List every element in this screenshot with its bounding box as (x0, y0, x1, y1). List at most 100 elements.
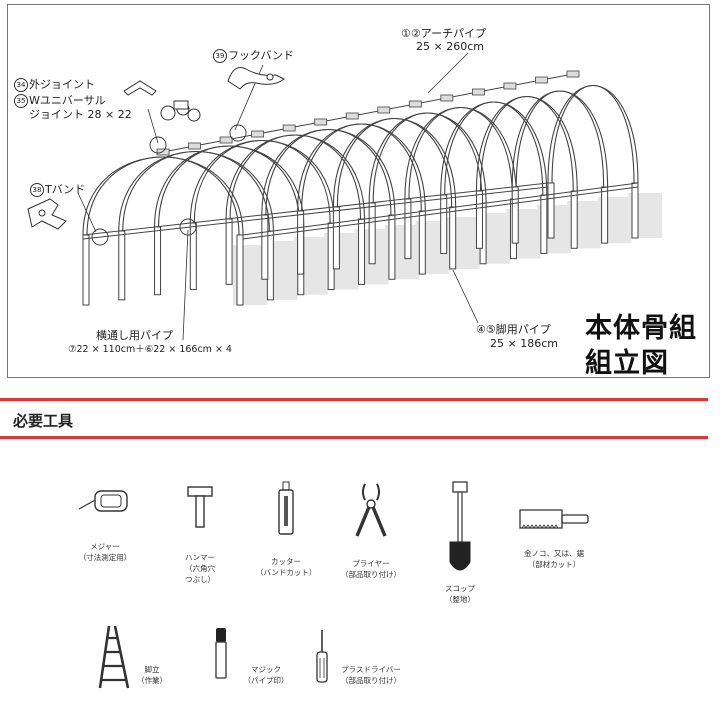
leg-pipe (236, 234, 244, 306)
leg-pipe (118, 230, 126, 301)
arch-pipe (372, 112, 483, 204)
hook-band-name: フックバンド (228, 49, 294, 62)
ridge-joint (188, 142, 201, 150)
screwdriver-icon (316, 630, 328, 683)
tool-pliers: プライヤー （部品取り付け） (336, 480, 406, 580)
tool-note: （部品取り付け） (341, 676, 401, 685)
leg-pipe (297, 210, 305, 275)
leg-pipe (540, 194, 548, 254)
arch-pipe (551, 85, 635, 184)
arch-pipe-number-1: ① (401, 27, 411, 40)
leg-pipe (418, 210, 426, 275)
t-band-name: Tバンド (45, 183, 86, 196)
tool-marker-caption: マジック （パイプ印） (236, 664, 296, 686)
tool-cutter: カッター （バンドカット） (256, 480, 316, 578)
ridge-joint (566, 70, 580, 78)
arch-pipe (122, 151, 270, 232)
right-rail-pipe (242, 186, 639, 240)
leg-pipe (547, 182, 555, 239)
ridge-joint (377, 106, 391, 114)
tool-screwdriver-caption: プラスドライバー （部品取り付け） (336, 664, 406, 686)
tool-note: （パイプ印） (243, 676, 289, 685)
arch-pipe (336, 118, 453, 208)
hook-band-number: 39 (213, 49, 227, 63)
arch-pipe (157, 145, 301, 228)
ridge-joint (251, 130, 265, 138)
arch-pipe (511, 90, 609, 188)
tool-name: スコップ (445, 584, 475, 593)
leg-pipe (404, 198, 412, 260)
arch-pipe (515, 90, 605, 188)
tools-section-title: 必要工具 (13, 412, 74, 430)
tool-tape-measure: メジャー （寸法測定用） (72, 485, 138, 563)
ridge-joint (156, 148, 170, 156)
t-band-number: 38 (30, 183, 44, 197)
tool-name: カッター (271, 557, 301, 566)
ridge-joint (535, 76, 548, 84)
horizontal-pipe-name: 横通し用パイプ (96, 329, 173, 342)
shovel-icon (449, 481, 471, 571)
leg-pipe-name: 脚用パイプ (495, 323, 551, 336)
outer-joint-number: 34 (14, 78, 28, 92)
leg-pipe (631, 182, 639, 239)
tool-name: 金ノコ、又は、鋸 (524, 549, 584, 558)
ridge-joint (282, 124, 296, 132)
horizontal-pipe-size: ⑦22 × 110cm＋⑥22 × 166cm × 4 (68, 344, 232, 355)
tool-marker (206, 626, 236, 680)
tool-saw: 金ノコ、又は、鋸 （部材カット） (508, 502, 600, 570)
w-universal-joint-name-1: Wユニバーサル (29, 94, 106, 107)
leg-pipe (475, 190, 483, 249)
arch-pipe-name: アーチパイプ (420, 27, 487, 40)
leg-pipe (261, 214, 269, 280)
tool-screwdriver (308, 628, 336, 684)
arch-pipe (408, 107, 514, 200)
leg-pipe (570, 190, 578, 249)
tool-name: メジャー (90, 542, 120, 551)
arch-pipe-number-2: ② (410, 27, 421, 40)
arch-pipe (265, 129, 392, 216)
tool-note: （バンドカット） (256, 568, 317, 577)
arch-pipe (229, 134, 362, 220)
section-bottom-rule (0, 436, 708, 439)
ridge-joint (219, 136, 233, 144)
tool-name: マジック (251, 665, 281, 674)
leg-pipe (332, 206, 340, 270)
leg-pipe (82, 234, 90, 306)
tool-note: （作業） (137, 676, 167, 685)
tape-measure-icon (78, 490, 128, 512)
marker-icon (215, 628, 227, 679)
tool-stepladder (96, 624, 132, 690)
diagram-title-line-1: 本体骨組 (585, 313, 697, 344)
arch-pipe (479, 96, 574, 192)
stepladder-icon (98, 625, 130, 689)
leg-pipe-label: ④⑤脚用パイプ (476, 323, 551, 336)
arch-pipe (301, 123, 422, 212)
arch-pipe-size: 25 × 260cm (416, 40, 484, 53)
tool-stepladder-caption: 脚立 （作業） (132, 664, 172, 686)
tool-note: （寸法測定用） (78, 553, 132, 562)
w-universal-joint-number: 35 (14, 94, 28, 108)
leg-pipe (440, 194, 448, 254)
tool-name: ハンマー (185, 553, 215, 562)
tool-name: 脚立 (144, 665, 160, 674)
leg-pipe (388, 214, 396, 280)
ridge-joint (408, 100, 422, 108)
left-rail-pipe (82, 182, 549, 236)
leg-pipe-number-2: ⑤ (485, 323, 496, 336)
detail-callout-circle (91, 228, 109, 246)
tool-note: （部品取り付け） (341, 570, 401, 579)
tool-name: プラスドライバー (341, 665, 401, 674)
ridge-joint (345, 112, 359, 120)
ridge-joint (471, 88, 485, 96)
tool-shovel: スコップ （整地） (440, 478, 480, 605)
arch-pipe (193, 140, 331, 224)
outer-joint-name: 外ジョイント (29, 78, 95, 91)
leg-pipe (225, 218, 233, 285)
pliers-icon (355, 483, 387, 537)
saw-icon (519, 509, 589, 529)
leg-pipe (368, 202, 376, 265)
